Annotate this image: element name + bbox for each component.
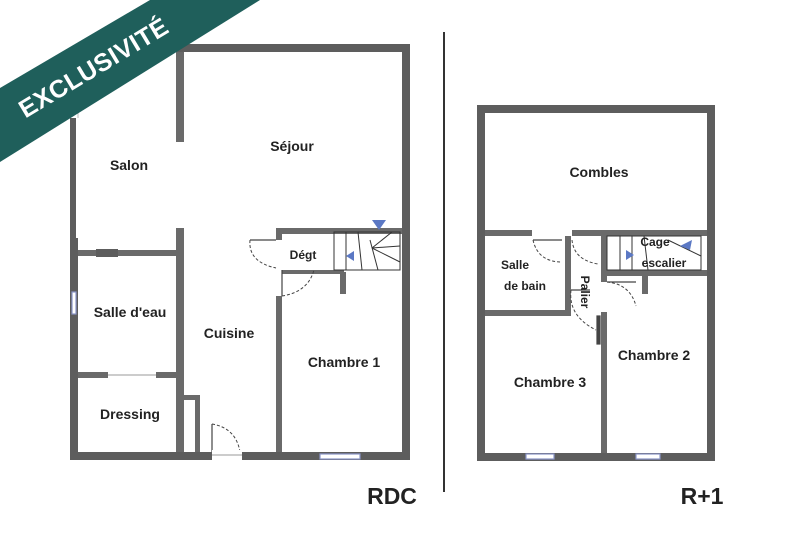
room-label-sejour: Séjour [270,138,314,154]
room-label-cage-line2: escalier [642,256,687,270]
upper-floor-plan [477,105,715,461]
room-label-dressing: Dressing [100,406,160,422]
room-label-salon: Salon [110,157,148,173]
room-labels: Salon Séjour Dégt Salle d'eau Cuisine Ch… [94,138,724,509]
room-label-chambre-2: Chambre 2 [618,347,691,363]
room-label-cuisine: Cuisine [204,325,255,341]
room-label-salle-eau: Salle d'eau [94,304,167,320]
room-label-degagement: Dégt [290,248,317,262]
level-label-rdc: RDC [367,483,417,509]
ground-floor-plan [70,44,410,460]
upper-staircase [606,235,702,271]
room-label-salle-bain-line1: Salle [501,258,529,272]
room-label-palier: Palier [578,276,592,309]
room-label-chambre-3: Chambre 3 [514,374,587,390]
ground-staircase [333,220,401,271]
room-label-chambre-1: Chambre 1 [308,354,381,370]
room-label-salle-bain-line2: de bain [504,279,546,293]
level-label-r1: R+1 [681,483,724,509]
room-label-cage-line1: Cage [640,235,670,249]
room-label-combles: Combles [569,164,628,180]
